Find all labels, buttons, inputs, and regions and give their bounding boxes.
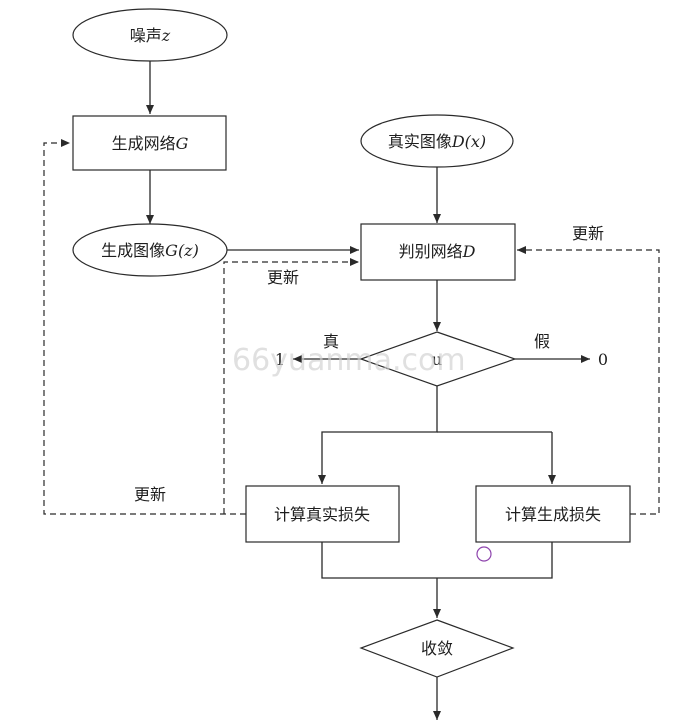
node-discriminator: 判别网络D bbox=[360, 223, 516, 281]
node-noise-label: 噪声z bbox=[130, 26, 171, 45]
edge-update-discriminator-right bbox=[517, 246, 660, 515]
update-label-left: 更新 bbox=[134, 485, 166, 504]
update-label-right: 更新 bbox=[572, 224, 604, 243]
node-real-loss: 计算真实损失 bbox=[245, 485, 400, 543]
node-decision: u bbox=[359, 331, 517, 387]
output-true-label: 1 bbox=[275, 350, 285, 369]
edge-losses-merge bbox=[321, 542, 553, 579]
node-fake-loss-label: 计算生成损失 bbox=[505, 505, 601, 524]
node-generated-image: 生成图像G(z) bbox=[72, 223, 228, 277]
node-converge-label: 收敛 bbox=[421, 639, 453, 658]
edge-update-generator bbox=[43, 139, 246, 515]
update-label-mid: 更新 bbox=[267, 268, 299, 287]
node-generator-label: 生成网络G bbox=[112, 134, 189, 153]
node-real-image-label: 真实图像D(x) bbox=[388, 132, 486, 151]
node-real-image: 真实图像D(x) bbox=[360, 114, 514, 168]
node-discriminator-label: 判别网络D bbox=[399, 242, 476, 261]
false-branch-label: 假 bbox=[534, 332, 550, 351]
true-branch-label: 真 bbox=[323, 332, 339, 351]
output-false-label: 0 bbox=[598, 350, 608, 369]
node-converge: 收敛 bbox=[359, 619, 515, 678]
edge-decision-split bbox=[318, 386, 438, 484]
edge-update-discriminator-left bbox=[223, 258, 359, 514]
cursor-indicator bbox=[476, 546, 492, 562]
node-real-loss-label: 计算真实损失 bbox=[274, 505, 370, 524]
node-decision-label: u bbox=[432, 350, 442, 369]
node-fake-loss: 计算生成损失 bbox=[475, 485, 631, 543]
node-generator: 生成网络G bbox=[72, 115, 227, 171]
watermark: 66yuanma.com bbox=[232, 343, 466, 378]
node-generated-image-label: 生成图像G(z) bbox=[101, 241, 199, 260]
node-noise: 噪声z bbox=[72, 8, 228, 62]
